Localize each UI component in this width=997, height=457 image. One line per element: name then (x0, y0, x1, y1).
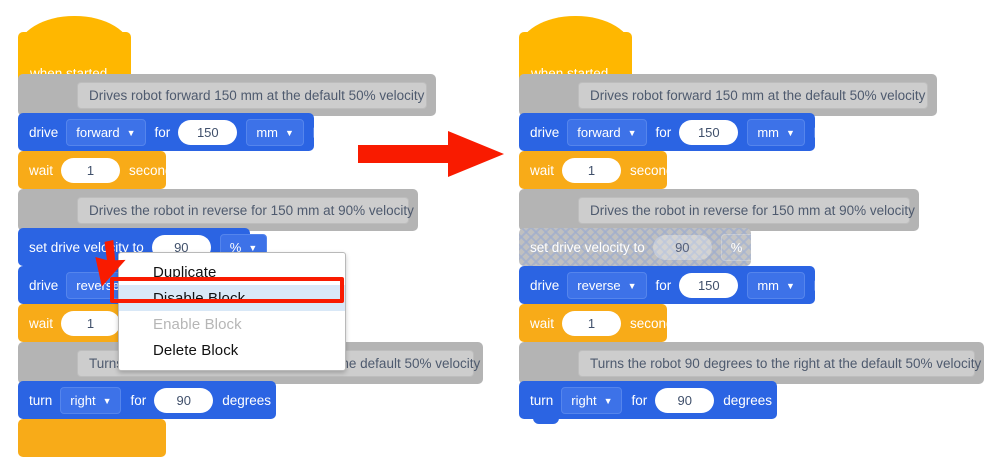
block-label: drive (530, 124, 560, 140)
before-panel: when started Drives robot forward 150 mm… (0, 0, 483, 457)
drive-forward-block[interactable]: drive forward ▼ for 150 mm ▼ ▶ (519, 113, 823, 156)
direction-dropdown[interactable]: forward ▼ (567, 118, 647, 146)
chevron-down-icon: ▼ (126, 127, 136, 138)
direction-dropdown[interactable]: forward ▼ (66, 118, 146, 146)
for-label: for (154, 124, 171, 140)
for-label: for (631, 392, 648, 408)
direction-dropdown-value: forward (76, 124, 120, 140)
unit-dropdown[interactable]: mm ▼ (246, 118, 304, 146)
block-label: wait (29, 162, 54, 178)
block-label: drive (530, 277, 560, 293)
wait-seconds-input[interactable]: 1 (61, 310, 121, 336)
chevron-down-icon: ▼ (627, 127, 637, 138)
turn-direction-dropdown[interactable]: right ▼ (60, 386, 122, 414)
block-label: wait (530, 162, 555, 178)
chevron-down-icon: ▼ (785, 127, 795, 138)
block-label: wait (29, 315, 54, 331)
wait-seconds-input[interactable]: 1 (562, 310, 622, 336)
for-label: for (130, 392, 147, 408)
menu-item-delete-block[interactable]: Delete Block (153, 341, 239, 359)
block-label: drive (29, 124, 59, 140)
block-bump (533, 418, 559, 424)
play-arrow-icon[interactable]: ▶ (780, 392, 790, 407)
seconds-label: seconds (630, 315, 681, 331)
comment-text: Drives the robot in reverse for 150 mm a… (578, 196, 915, 224)
seconds-label: seconds (129, 162, 180, 178)
play-arrow-icon[interactable]: ▶ (814, 277, 824, 292)
for-label: for (655, 277, 672, 293)
comment-text: Drives robot forward 150 mm at the defau… (578, 81, 928, 109)
drive-reverse-block[interactable]: drive reverse ▼ for 150 mm ▼ ▶ (519, 266, 823, 309)
block-label: wait (530, 315, 555, 331)
velocity-unit-dropdown[interactable]: % ▼ (720, 233, 769, 261)
degrees-label: degrees (222, 392, 272, 408)
direction-dropdown-value: reverse (577, 277, 621, 293)
comment-text: Drives robot forward 150 mm at the defau… (77, 81, 427, 109)
direction-dropdown-value: reverse (76, 277, 120, 293)
play-arrow-icon[interactable]: ▶ (814, 124, 824, 139)
wait-block-clipped[interactable] (18, 419, 166, 457)
chevron-down-icon: ▼ (627, 280, 637, 291)
chevron-down-icon: ▼ (102, 395, 112, 406)
turn-right-block[interactable]: turn right ▼ for 90 degrees ▶ (519, 381, 789, 424)
menu-item-duplicate[interactable]: Duplicate (153, 263, 217, 281)
velocity-input[interactable]: 90 (652, 234, 712, 260)
direction-dropdown[interactable]: reverse ▼ (567, 271, 647, 299)
distance-input[interactable]: 150 (679, 119, 739, 145)
unit-dropdown[interactable]: mm ▼ (747, 271, 805, 299)
block-label: drive (29, 277, 59, 293)
chevron-down-icon: ▼ (284, 127, 294, 138)
wait-block[interactable]: wait 1 seconds (519, 151, 680, 194)
wait-seconds-input[interactable]: 1 (562, 157, 622, 183)
comment-block[interactable]: Drives robot forward 150 mm at the defau… (519, 74, 937, 121)
transition-right-arrow-icon (358, 131, 504, 177)
seconds-label: seconds (630, 162, 681, 178)
for-label: for (655, 124, 672, 140)
set-drive-velocity-block-disabled[interactable]: set drive velocity to 90 % ▼ (519, 228, 769, 271)
chevron-down-icon: ▼ (749, 242, 759, 253)
direction-dropdown-value: forward (577, 124, 621, 140)
block-label: set drive velocity to (29, 239, 144, 255)
velocity-unit-value: % (229, 239, 242, 255)
drive-forward-block[interactable]: drive forward ▼ for 150 mm ▼ ▶ (18, 113, 322, 156)
hat-cap (18, 16, 131, 50)
unit-dropdown-value: mm (256, 124, 278, 140)
wait-seconds-input[interactable]: 1 (61, 157, 121, 183)
degrees-input[interactable]: 90 (655, 387, 715, 413)
unit-dropdown[interactable]: mm ▼ (747, 118, 805, 146)
wait-block[interactable]: wait 1 seconds (18, 151, 179, 194)
turn-direction-value: right (571, 392, 597, 408)
degrees-label: degrees (723, 392, 773, 408)
comment-text: Drives the robot in reverse for 150 mm a… (77, 196, 414, 224)
hat-cap (519, 16, 632, 50)
turn-right-block[interactable]: turn right ▼ for 90 degrees ▶ (18, 381, 288, 424)
block-label: set drive velocity to (530, 239, 645, 255)
menu-item-enable-block: Enable Block (153, 315, 242, 333)
after-panel: when started Drives robot forward 150 mm… (505, 0, 997, 445)
mouse-pointer-icon (95, 240, 126, 287)
comment-text: Turns the robot 90 degrees to the right … (578, 349, 981, 377)
play-arrow-icon[interactable]: ▶ (313, 124, 323, 139)
disable-block-highlight-box (110, 277, 344, 303)
turn-direction-dropdown[interactable]: right ▼ (561, 386, 623, 414)
chevron-down-icon: ▼ (248, 242, 258, 253)
block-label: turn (530, 392, 554, 408)
block-context-menu[interactable]: Duplicate Disable Block Enable Block Del… (118, 252, 346, 371)
chevron-down-icon: ▼ (603, 395, 613, 406)
comment-block[interactable]: Drives the robot in reverse for 150 mm a… (18, 189, 418, 236)
play-arrow-icon[interactable]: ▶ (279, 392, 289, 407)
chevron-down-icon: ▼ (785, 280, 795, 291)
distance-input[interactable]: 150 (679, 272, 739, 298)
distance-input[interactable]: 150 (178, 119, 238, 145)
velocity-unit-value: % (730, 239, 743, 255)
unit-dropdown-value: mm (757, 124, 779, 140)
turn-direction-value: right (70, 392, 96, 408)
unit-dropdown-value: mm (757, 277, 779, 293)
degrees-input[interactable]: 90 (154, 387, 214, 413)
comment-block[interactable]: Drives robot forward 150 mm at the defau… (18, 74, 436, 121)
block-label: turn (29, 392, 53, 408)
comment-block[interactable]: Turns the robot 90 degrees to the right … (519, 342, 984, 389)
comment-block[interactable]: Drives the robot in reverse for 150 mm a… (519, 189, 919, 236)
wait-block[interactable]: wait 1 seconds (519, 304, 680, 347)
